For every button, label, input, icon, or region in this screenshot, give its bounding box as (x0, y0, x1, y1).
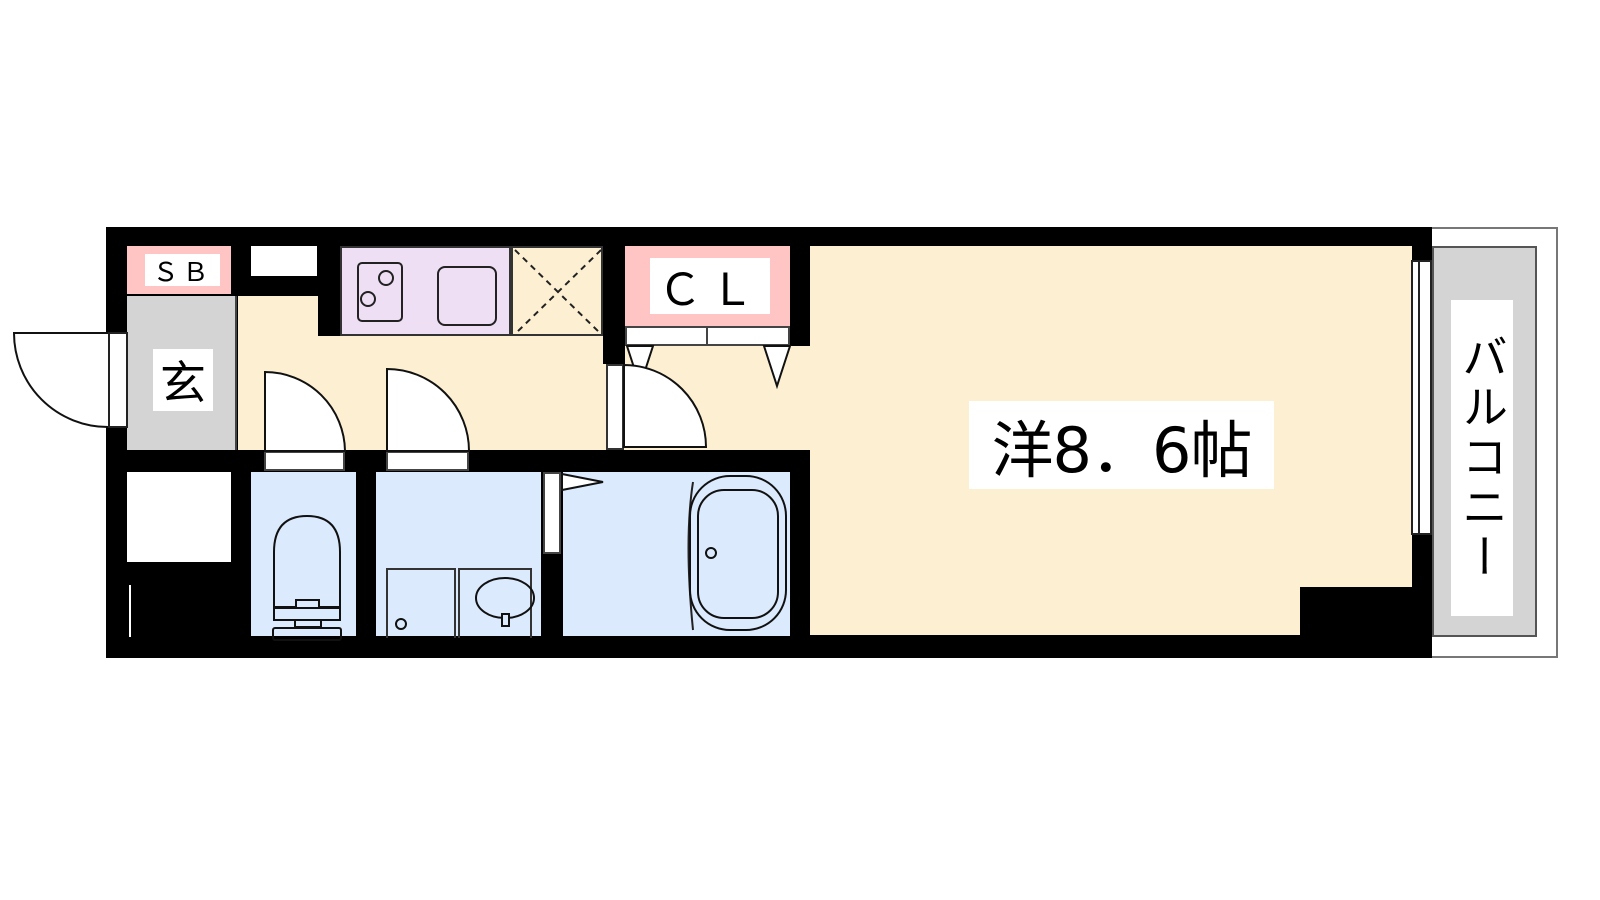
closet-right-wall (790, 246, 810, 346)
corridor-top-wall (238, 277, 318, 296)
closet-label: ＣＬ (650, 258, 770, 316)
washbasin-cabinet (458, 568, 532, 638)
shoe-box-label: ＳＢ (145, 254, 220, 288)
kitchen-side-wall (318, 246, 340, 336)
toilet-door-frame[interactable] (264, 451, 345, 471)
western-room-label: 洋8．6帖 (969, 401, 1274, 489)
washroom-door-frame[interactable] (386, 451, 469, 471)
burner-1-icon (360, 291, 376, 307)
balcony-window[interactable] (1411, 260, 1432, 535)
fridge-cross-icon (514, 249, 602, 335)
balcony-label: バルコニー (1451, 300, 1513, 616)
bathroom (563, 472, 790, 636)
storage-line (129, 585, 131, 637)
bath-door-frame[interactable] (543, 472, 561, 554)
niche (251, 246, 317, 276)
closet-door-right[interactable] (706, 326, 790, 346)
entrance-label: 玄 (153, 349, 213, 411)
balcony-window-divider (1418, 260, 1420, 535)
washing-machine-icon (386, 568, 456, 638)
bathroom-right-wall (790, 450, 810, 638)
fridge-space (511, 246, 603, 336)
storage-space (127, 472, 231, 562)
toilet-room (251, 472, 356, 636)
room-door-frame (606, 364, 624, 450)
closet-door-left[interactable] (625, 326, 708, 346)
burner-2-icon (378, 270, 394, 286)
sink-icon (437, 266, 497, 326)
room-corner-pillar (1300, 587, 1412, 637)
entrance-door-frame (108, 332, 128, 428)
stove-icon (357, 262, 403, 322)
closet-left-wall (603, 246, 625, 364)
